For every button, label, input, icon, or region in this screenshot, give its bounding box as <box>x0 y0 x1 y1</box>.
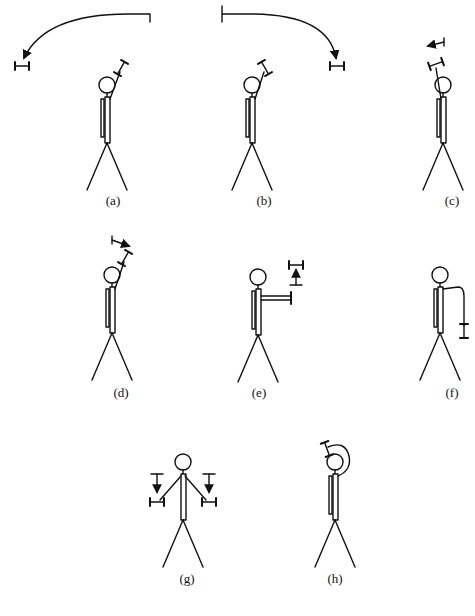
panel-label: (c) <box>445 194 459 207</box>
panel-label: (e) <box>252 386 266 399</box>
figure-e <box>238 261 303 382</box>
panel-label: (d) <box>113 386 128 399</box>
panel-label: (h) <box>327 572 342 585</box>
figure-a <box>15 14 150 190</box>
figure-c <box>423 38 463 190</box>
panel-label: (g) <box>179 572 194 585</box>
figure-b <box>222 6 344 190</box>
figure-d <box>92 236 132 380</box>
panel-label: (a) <box>106 194 120 207</box>
panel-label: (b) <box>256 194 271 207</box>
figure-g <box>150 454 216 567</box>
figure-f <box>420 267 468 380</box>
figure-h <box>315 441 355 567</box>
panel-label: (f) <box>446 386 459 399</box>
